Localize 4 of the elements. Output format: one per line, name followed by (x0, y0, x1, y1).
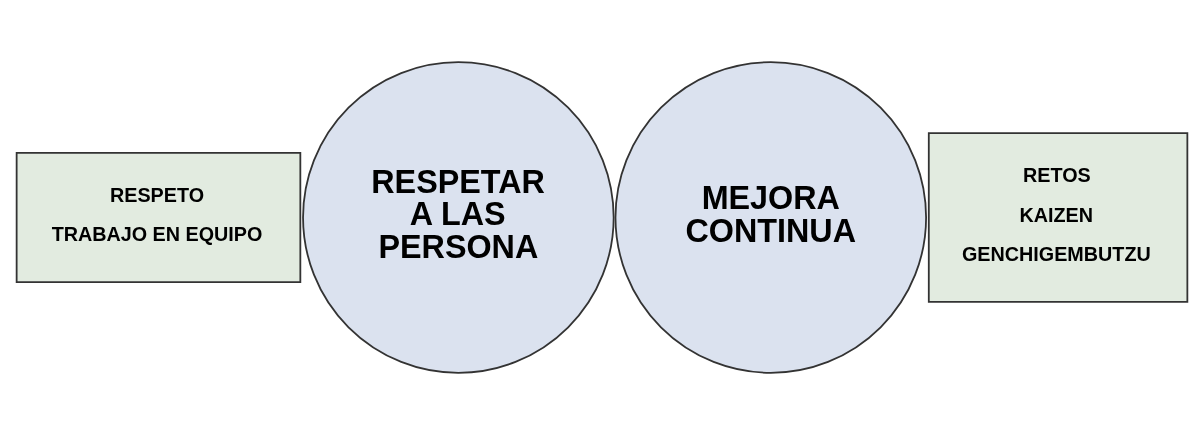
node-circle: RESPETAR A LAS PERSONA (302, 61, 615, 374)
node-box: RESPETO TRABAJO EN EQUIPO (15, 151, 302, 284)
node-box: RETOS KAIZEN GENCHIGEMBUTZU (927, 132, 1189, 303)
node-circle: MEJORA CONTINUA (614, 61, 927, 374)
